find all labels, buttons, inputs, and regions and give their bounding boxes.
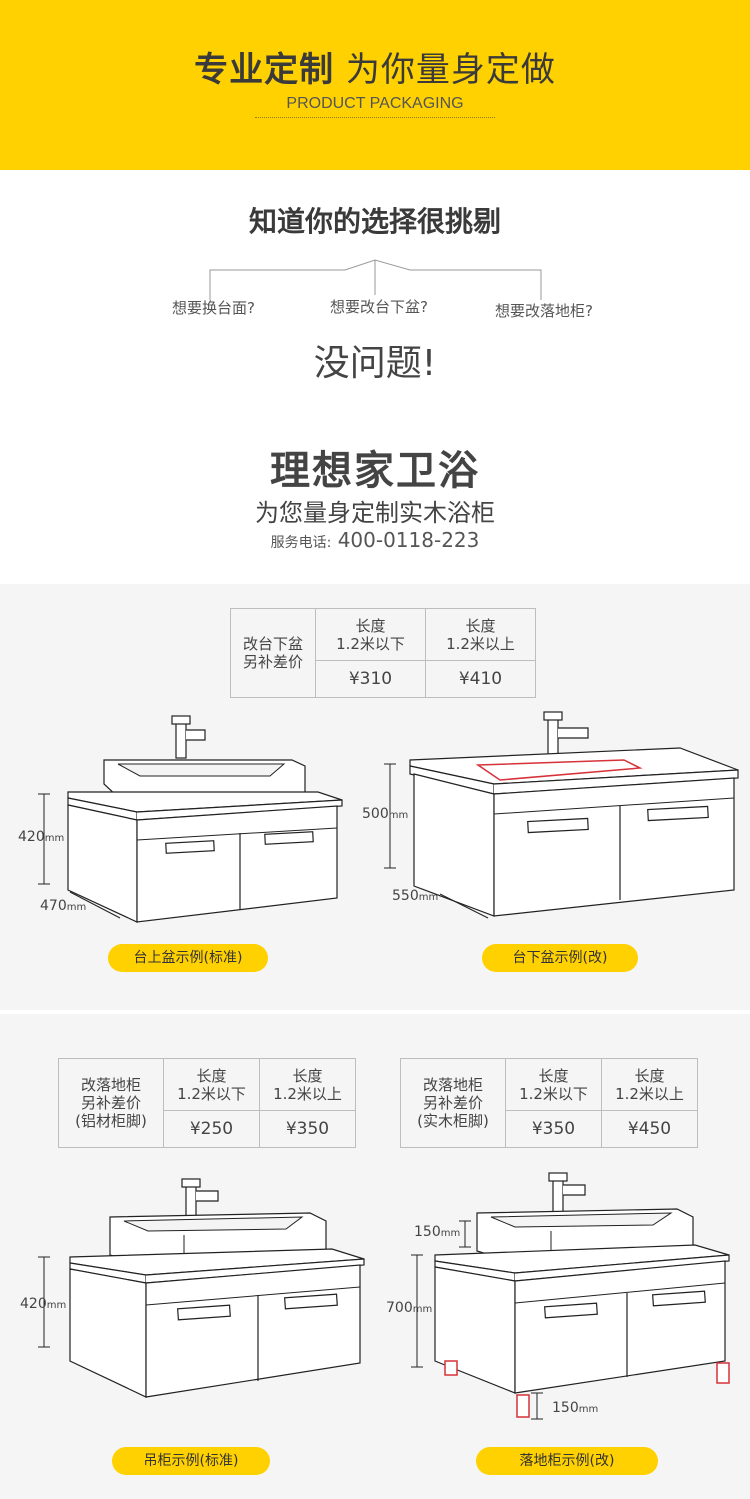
choosy-title: 知道你的选择很挑剔 — [248, 205, 501, 238]
header-title-rest: 为你量身定做 — [345, 50, 556, 90]
row-label-cell: 改台下盆另补差价 — [230, 608, 316, 698]
caption-undercounter-modified: 台下盆示例(改) — [482, 944, 638, 972]
price-over: ¥350 — [259, 1110, 356, 1148]
floor-cabinet-illustration — [411, 1172, 730, 1420]
no-problem-text: 没问题! — [313, 343, 437, 384]
header-subtitle: PRODUCT PACKAGING — [286, 95, 464, 112]
header-title-bold: 专业定制 — [194, 50, 335, 90]
header-divider — [255, 117, 495, 121]
caption-wall-hung-standard: 吊柜示例(标准) — [112, 1447, 270, 1475]
dim-b-depth: 550mm — [392, 888, 439, 904]
dim-a-depth: 470mm — [40, 898, 87, 914]
question-floor-cabinet: 想要改落地柜? — [495, 302, 593, 320]
header-banner — [0, 0, 750, 170]
brand-name: 理想家卫浴 — [270, 448, 480, 494]
caption-countertop-standard: 台上盆示例(标准) — [108, 944, 268, 972]
dim-d-leg: 150mm — [552, 1400, 599, 1416]
countertop-basin-illustration — [38, 715, 343, 923]
question-countertop: 想要换台面? — [172, 299, 255, 317]
price-under: ¥350 — [505, 1110, 602, 1148]
wall-hung-cabinet-illustration — [38, 1178, 365, 1398]
header-title: 专业定制 为你量身定做 — [0, 42, 750, 91]
undercounter-basin-illustration — [384, 711, 739, 919]
dim-d-top: 150mm — [414, 1224, 461, 1240]
price-over: ¥410 — [425, 660, 536, 698]
dim-a-height: 420mm — [18, 829, 65, 845]
row-label-cell: 改落地柜另补差价(铝材柜脚) — [58, 1058, 164, 1148]
hotline-label: 服务电话: — [270, 535, 332, 551]
dim-d-height: 700mm — [386, 1300, 433, 1316]
caption-floor-cabinet-modified: 落地柜示例(改) — [476, 1447, 658, 1475]
question-undercounter: 想要改台下盆? — [330, 298, 428, 316]
question-connector-lines — [209, 259, 542, 300]
hotline-number[interactable]: 400-0118-223 — [337, 528, 480, 552]
price-under: ¥310 — [315, 660, 426, 698]
price-under: ¥250 — [163, 1110, 260, 1148]
row-label-cell: 改落地柜另补差价(实木柜脚) — [400, 1058, 506, 1148]
brand-tagline: 为您量身定制实木浴柜 — [255, 499, 495, 527]
price-over: ¥450 — [601, 1110, 698, 1148]
dim-b-height: 500mm — [362, 806, 409, 822]
dim-c-height: 420mm — [20, 1296, 67, 1312]
hotline: 服务电话: 400-0118-223 — [0, 528, 750, 552]
